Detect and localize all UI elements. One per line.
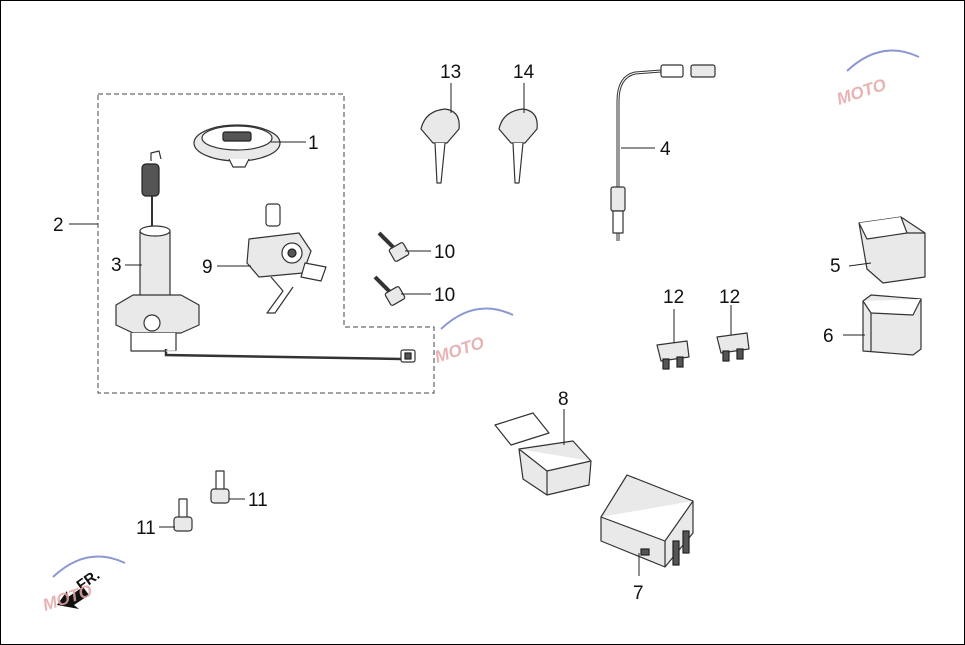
callout-1: 1 [308, 133, 319, 154]
part-relay-cover-6 [862, 294, 922, 356]
watermark-center: MOTO [432, 307, 514, 367]
callout-14: 14 [513, 62, 535, 83]
part-connector-8 [494, 412, 592, 496]
part-fuel-cap [193, 124, 281, 168]
callout-8: 8 [558, 389, 569, 410]
callout-11a: 11 [136, 518, 156, 539]
part-fuse-12a [656, 340, 690, 370]
callout-9: 9 [202, 257, 213, 278]
callout-10a: 10 [434, 242, 455, 263]
callout-5: 5 [830, 256, 841, 277]
callout-12b: 12 [719, 287, 740, 308]
part-ignition-switch [115, 150, 200, 352]
part-bolt-10b [373, 275, 406, 306]
callout-10b: 10 [434, 285, 455, 306]
front-arrow-icon [57, 587, 89, 609]
assembly-boundary [97, 93, 435, 394]
leader-lines [69, 83, 872, 576]
watermark-bottom-left: MOTO [40, 555, 126, 615]
part-screw-11b [210, 470, 230, 504]
watermark-text-2: MOTO [432, 333, 486, 367]
callout-4: 4 [660, 139, 671, 160]
callout-13: 13 [440, 62, 461, 83]
part-key-14 [498, 108, 538, 184]
part-fuse-12b [716, 332, 750, 362]
callout-3: 3 [111, 255, 122, 276]
callout-11b: 11 [248, 490, 268, 511]
callout-12a: 12 [663, 287, 684, 308]
part-sensor-cable [610, 64, 716, 241]
watermark-top-right: MOTO [834, 49, 920, 109]
part-relay-5 [858, 216, 926, 284]
callout-6: 6 [823, 326, 834, 347]
switch-wire-harness [164, 349, 416, 363]
part-bolt-10a [377, 231, 410, 262]
part-seat-lock [246, 203, 327, 314]
callout-2: 2 [53, 215, 64, 236]
part-screw-11a [173, 498, 193, 532]
part-control-unit-7 [600, 474, 694, 568]
watermark-text-1: MOTO [834, 75, 888, 109]
callout-7: 7 [633, 583, 644, 604]
part-key-13 [420, 108, 460, 184]
watermark-text-3: MOTO [40, 581, 94, 615]
